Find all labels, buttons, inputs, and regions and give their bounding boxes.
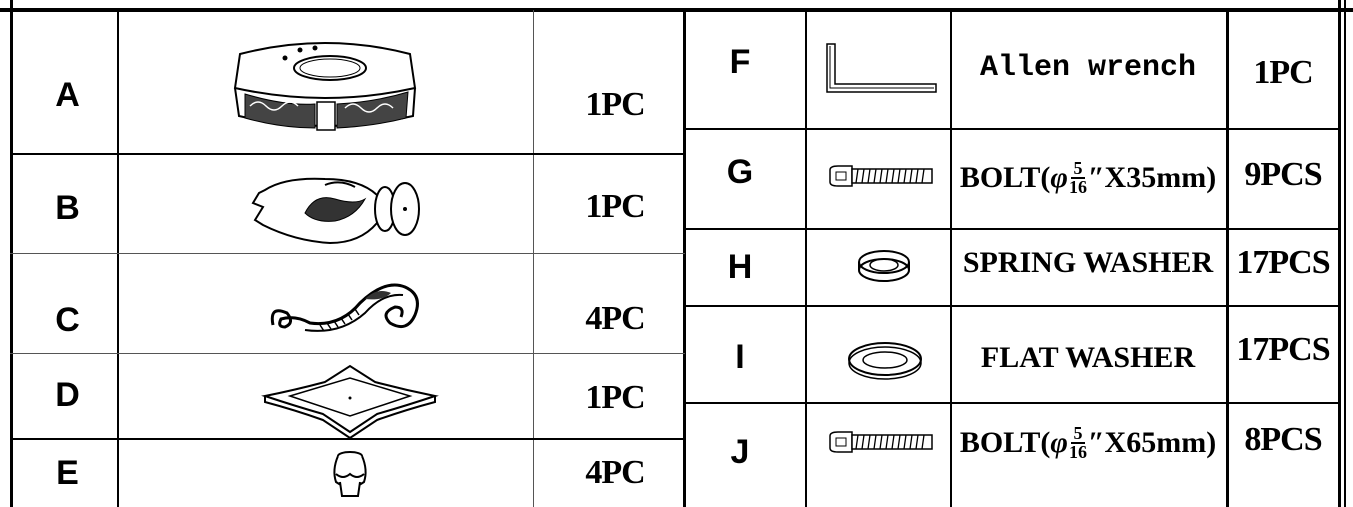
flat-washer-icon <box>848 342 922 380</box>
left-row-line-3 <box>10 353 685 354</box>
left-row-line-1 <box>10 153 685 155</box>
bolt-label-suffix: ″X35mm) <box>1087 160 1217 194</box>
part-letter: H <box>727 248 753 286</box>
part-quantity: 4PC <box>585 300 645 337</box>
part-quantity: 17PCS <box>1236 244 1330 281</box>
bolt-label-prefix: BOLT( <box>959 425 1051 459</box>
fraction-denominator: 16 <box>1068 176 1087 197</box>
diameter-symbol: φ <box>1050 425 1068 459</box>
right-row-line-1 <box>685 128 1340 130</box>
carved-bracket-icon <box>251 177 420 245</box>
left-row-line-4 <box>10 438 685 440</box>
part-description: FLAT WASHER <box>980 340 1196 374</box>
part-quantity: 17PCS <box>1236 331 1330 368</box>
right-row-line-3 <box>685 305 1340 307</box>
bun-foot-icon <box>333 451 367 497</box>
right-col-divider-2 <box>950 10 952 507</box>
right-outer-border <box>1344 0 1346 507</box>
part-quantity: 9PCS <box>1244 156 1322 193</box>
spring-washer-icon <box>858 250 910 282</box>
part-quantity: 1PC <box>585 86 645 123</box>
vanity-top-icon <box>233 42 417 131</box>
bolt-label-prefix: BOLT( <box>959 160 1051 194</box>
part-quantity: 8PCS <box>1244 421 1322 458</box>
allen-wrench-icon <box>826 43 937 93</box>
part-letter: J <box>730 433 750 471</box>
bolt-icon <box>829 165 933 187</box>
left-row-line-2 <box>10 253 685 254</box>
fraction-numerator: 5 <box>1073 422 1083 443</box>
part-letter: F <box>729 43 751 81</box>
fraction-numerator: 5 <box>1073 157 1083 178</box>
part-letter: G <box>726 153 754 191</box>
right-col-divider-3 <box>1226 10 1229 507</box>
diameter-symbol: φ <box>1050 160 1068 194</box>
left-col-divider-2 <box>533 10 534 507</box>
part-quantity: 1PC <box>585 188 645 225</box>
part-letter: I <box>735 338 745 376</box>
right-row-line-2 <box>685 228 1340 230</box>
part-letter: E <box>56 453 79 492</box>
part-quantity: 4PC <box>585 454 645 491</box>
part-quantity: 1PC <box>1253 54 1313 91</box>
scroll-leg-icon <box>270 283 419 332</box>
right-row-line-4 <box>685 402 1340 404</box>
base-stretcher-icon <box>261 364 439 438</box>
part-letter: C <box>55 300 80 339</box>
fraction-denominator: 16 <box>1068 441 1087 462</box>
bolt-icon <box>829 431 933 453</box>
bolt-label-suffix: ″X65mm) <box>1087 425 1217 459</box>
left-col-divider-1 <box>117 10 119 507</box>
part-letter: A <box>55 75 80 114</box>
part-description: Allen wrench <box>979 51 1197 85</box>
center-divider <box>683 10 686 507</box>
right-border <box>1338 0 1341 507</box>
part-quantity: 1PC <box>585 379 645 416</box>
right-col-divider-1 <box>805 10 807 507</box>
part-letter: D <box>55 375 80 414</box>
part-letter: B <box>55 188 80 227</box>
top-border <box>0 8 1353 12</box>
part-description: SPRING WASHER <box>962 245 1214 279</box>
